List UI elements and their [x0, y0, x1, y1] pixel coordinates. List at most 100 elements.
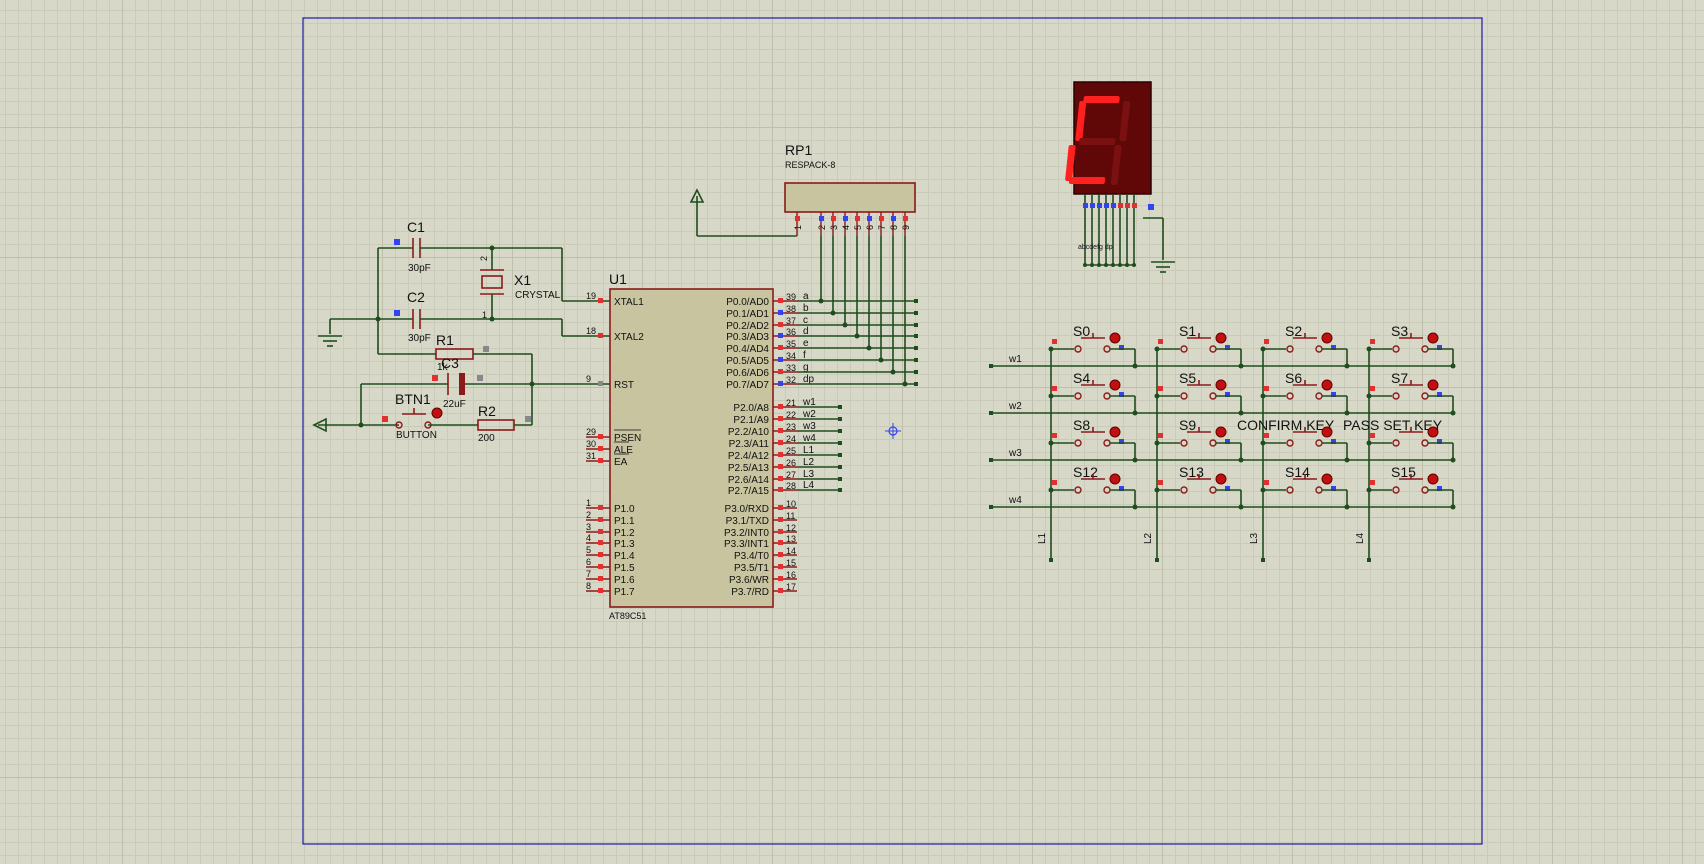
- keypad-button[interactable]: S9: [1154, 417, 1244, 463]
- rp1-ref: RP1: [785, 142, 812, 158]
- u1-pin-1[interactable]: 1P1.0: [586, 498, 635, 515]
- keypad-button[interactable]: S13: [1154, 464, 1244, 510]
- key-label: S14: [1285, 464, 1310, 480]
- keypad-button[interactable]: S14: [1260, 464, 1350, 510]
- u1-pin-number: 10: [786, 499, 796, 509]
- u1-pin-7[interactable]: 7P1.6: [586, 569, 635, 586]
- u1-pin-name: P1.6: [614, 575, 635, 586]
- keypad-button[interactable]: S15: [1366, 464, 1456, 510]
- reset-circuit: R1 1k C3 22uF BTN1 BUTTON R2 200: [312, 332, 610, 444]
- u1-pin-6[interactable]: 6P1.5: [586, 557, 635, 574]
- u1-part: AT89C51: [609, 611, 646, 621]
- key-label: S7: [1391, 370, 1408, 386]
- keypad-button[interactable]: S1: [1154, 323, 1244, 369]
- u1-pin-8[interactable]: 8P1.7: [586, 581, 635, 598]
- row-net-label: w2: [1008, 401, 1022, 412]
- key-label: S9: [1179, 417, 1196, 433]
- u1-pin-4[interactable]: 4P1.3: [586, 533, 635, 550]
- keypad-button[interactable]: S6: [1260, 370, 1350, 416]
- c2-ref: C2: [407, 289, 425, 305]
- rp1-pin-3: 3: [829, 212, 839, 236]
- key-label: S6: [1285, 370, 1302, 386]
- u1-pin-number: 2: [586, 510, 591, 520]
- r2-ref: R2: [478, 403, 496, 419]
- net-label: dp: [803, 374, 815, 385]
- r1-value: 1k: [437, 362, 449, 373]
- keypad-button[interactable]: S0: [1048, 323, 1138, 369]
- u1-body[interactable]: [609, 288, 774, 608]
- u1-pin-name: P3.6/WR: [729, 575, 769, 586]
- keypad-button[interactable]: S12: [1048, 464, 1138, 510]
- net-label: w2: [802, 409, 816, 420]
- u1-pin-5[interactable]: 5P1.4: [586, 545, 635, 562]
- u1-pin-name: P1.0: [614, 504, 635, 515]
- u1-microcontroller[interactable]: U1 AT89C51 19XTAL118XTAL29RST29PSEN30ALE…: [586, 271, 816, 621]
- net-label: L1: [803, 445, 815, 456]
- keypad-button[interactable]: S8: [1048, 417, 1138, 463]
- u1-pin-name: P3.4/T0: [734, 551, 769, 562]
- keypad-button[interactable]: S7: [1366, 370, 1456, 416]
- u1-pin-name: P0.5/AD5: [726, 356, 769, 367]
- u1-pin-2[interactable]: 2P1.1: [586, 510, 635, 527]
- seven-segment-display[interactable]: abcdefg dp: [1065, 81, 1175, 273]
- u1-pin-name: P3.3/INT1: [724, 539, 769, 550]
- keypad-button[interactable]: PASS SET KEY: [1343, 417, 1456, 463]
- keypad-button[interactable]: S4: [1048, 370, 1138, 416]
- rp1-pin-number: 2: [817, 225, 827, 230]
- u1-pin-number: 33: [786, 363, 796, 373]
- segment-b: [1119, 101, 1131, 141]
- keypad-button[interactable]: S5: [1154, 370, 1244, 416]
- keypad-button[interactable]: S2: [1260, 323, 1350, 369]
- display-pins: [1083, 194, 1137, 267]
- r1-ref: R1: [436, 332, 454, 348]
- u1-pin-number: 15: [786, 558, 796, 568]
- u1-pin-number: 3: [586, 522, 591, 532]
- keypad-button[interactable]: CONFIRM KEY: [1237, 417, 1350, 463]
- u1-pin-name: P3.5/T1: [734, 563, 769, 574]
- keypad-button[interactable]: S3: [1366, 323, 1456, 369]
- u1-pin-number: 27: [786, 470, 796, 480]
- u1-pin-name: P0.3/AD3: [726, 332, 769, 343]
- net-label: L4: [803, 480, 815, 491]
- u1-pin-number: 7: [586, 569, 591, 579]
- u1-pin-3[interactable]: 3P1.2: [586, 522, 635, 539]
- power-terminal-icon: [689, 188, 705, 203]
- u1-pin-name: P3.2/INT0: [724, 528, 769, 539]
- x1-pin2: 2: [479, 256, 489, 261]
- resistor-icon: [477, 419, 515, 431]
- c3-ref: C3: [441, 355, 459, 371]
- u1-pin-name: P1.4: [614, 551, 635, 562]
